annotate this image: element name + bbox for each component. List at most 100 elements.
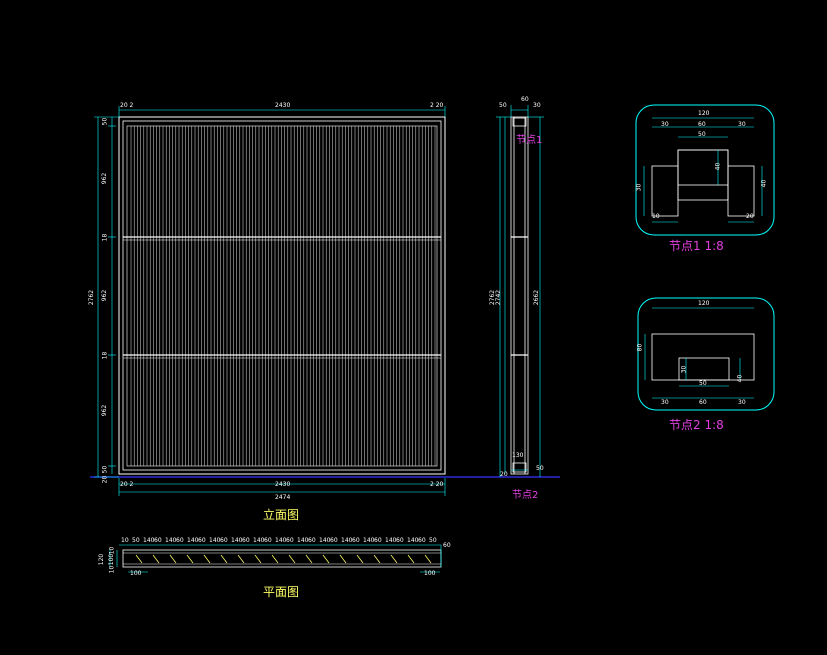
dim-plan-spacing: 60 xyxy=(176,537,184,544)
dim-side-right-total: 2662 xyxy=(533,289,541,306)
dim-elev-left-gap1: 18 xyxy=(101,233,109,242)
dim-elev-bottom-left: 20 2 xyxy=(120,481,134,488)
dim-plan-spacing: 60 xyxy=(396,537,404,544)
dim-plan-left-d: 10 xyxy=(108,565,116,574)
dim-node1-height: 40 xyxy=(714,162,722,171)
node2-title: 节点2 1:8 xyxy=(669,418,724,432)
dim-elev-left-gap2: 18 xyxy=(101,351,109,360)
elevation-outer-frame xyxy=(118,116,446,475)
plan-blade xyxy=(254,554,262,564)
dim-plan-spacing: 140 xyxy=(275,537,287,544)
plan-blade xyxy=(288,554,296,564)
plan-blade xyxy=(322,554,330,564)
dim-elev-bottom-right: 2 20 xyxy=(430,481,444,488)
plan-title: 平面图 xyxy=(263,585,300,599)
plan-blade xyxy=(169,554,177,564)
dim-plan-spacing: 50 xyxy=(429,537,437,544)
dim-elev-left-top: 50 xyxy=(101,117,109,126)
dim-side-bottom-a: 130 xyxy=(512,452,524,459)
dim-plan-spacing: 140 xyxy=(385,537,397,544)
dim-side-bottom-b: 20 xyxy=(500,471,508,478)
plan-view xyxy=(122,549,442,568)
dim-node2-inner-w: 50 xyxy=(699,380,707,387)
dim-elev-bottom-width: 2430 xyxy=(275,481,291,488)
plan-blade xyxy=(203,554,211,564)
dim-plan-left-a: 120 xyxy=(98,553,106,566)
plan-dimension-lines xyxy=(109,544,442,573)
dim-plan-spacing: 140 xyxy=(341,537,353,544)
elevation-view xyxy=(118,116,446,475)
node2-bubble xyxy=(637,297,775,411)
dim-side-top-c: 60 xyxy=(521,96,529,103)
dim-node2-bottom-mid: 60 xyxy=(699,399,707,406)
dim-node2-bottom-left: 30 xyxy=(661,399,669,406)
node2-base-block xyxy=(651,333,755,381)
dim-elev-left-panel1: 962 xyxy=(101,172,109,185)
dim-plan-spacing: 60 xyxy=(418,537,426,544)
side-top-cap xyxy=(512,117,527,127)
dim-plan-spacing: 60 xyxy=(264,537,272,544)
dim-plan-spacing: 60 xyxy=(198,537,206,544)
dim-node1-top: 120 xyxy=(698,110,710,117)
dim-side-top-b: 30 xyxy=(533,102,541,109)
dim-side-bottom-c: 50 xyxy=(536,465,544,472)
dim-plan-bottom-left: 100 xyxy=(130,570,142,577)
node2-callout-tag: 节点2 xyxy=(512,490,539,501)
node2-center-slot xyxy=(678,357,730,381)
plan-blade xyxy=(271,554,279,564)
dim-plan-spacing: 50 xyxy=(132,537,140,544)
dim-side-left-inner: 2742 xyxy=(495,289,503,306)
dim-node1-seg-mid: 60 xyxy=(698,121,706,128)
dim-plan-spacing: 140 xyxy=(363,537,375,544)
plan-blade xyxy=(186,554,194,564)
side-view xyxy=(510,116,529,475)
dim-node2-bottom-right: 30 xyxy=(738,399,746,406)
dim-plan-spacing: 140 xyxy=(231,537,243,544)
dim-plan-spacing: 60 xyxy=(352,537,360,544)
side-outer xyxy=(510,116,529,475)
dim-elev-left-total: 2762 xyxy=(88,289,96,306)
dim-plan-spacing: 60 xyxy=(330,537,338,544)
dim-node1-bottom-left: 10 xyxy=(652,213,660,220)
dim-plan-spacing: 140 xyxy=(297,537,309,544)
dim-plan-spacing: 140 xyxy=(319,537,331,544)
plan-blade xyxy=(390,554,398,564)
node2-detail xyxy=(637,297,775,411)
dim-elev-left-panel3: 962 xyxy=(101,404,109,417)
side-bottom-cap xyxy=(512,462,527,473)
node1-callout-tag: 节点1 xyxy=(516,135,543,146)
side-dimension-lines xyxy=(496,105,544,477)
dim-elev-left-bottom: 50 xyxy=(101,465,109,474)
dim-plan-spacing: 60 xyxy=(308,537,316,544)
plan-blade xyxy=(373,554,381,564)
dim-plan-bottom-right: 100 xyxy=(424,570,436,577)
dim-elev-bottom-total: 2474 xyxy=(275,494,291,501)
dim-plan-spacing: 140 xyxy=(209,537,221,544)
node1-right-flange xyxy=(727,165,755,217)
dim-node1-seg-right: 30 xyxy=(738,121,746,128)
node1-center-block xyxy=(677,149,729,201)
dim-node2-right: 40 xyxy=(736,374,744,383)
dim-elev-left-panel2: 962 xyxy=(101,289,109,302)
dim-plan-left-c: 100 xyxy=(108,553,116,566)
plan-blade xyxy=(339,554,347,564)
dim-plan-spacing: 140 xyxy=(143,537,155,544)
plan-blade xyxy=(424,554,432,564)
elevation-panel-border xyxy=(126,125,438,467)
plan-blade xyxy=(237,554,245,564)
dim-plan-spacing: 60 xyxy=(286,537,294,544)
dim-plan-spacing: 140 xyxy=(165,537,177,544)
dim-node1-right: 40 xyxy=(760,179,768,188)
dim-node1-inner: 50 xyxy=(698,131,706,138)
dim-plan-spacing: 60 xyxy=(220,537,228,544)
node1-left-flange xyxy=(651,165,679,217)
plan-blade xyxy=(135,554,143,564)
node1-detail xyxy=(635,104,775,236)
node1-bubble xyxy=(635,104,775,236)
dim-node1-left: 30 xyxy=(635,183,643,192)
dim-plan-spacing: 60 xyxy=(374,537,382,544)
dim-node2-left: 80 xyxy=(636,343,644,352)
dim-plan-spacing: 140 xyxy=(253,537,265,544)
elevation-dimension-lines xyxy=(94,106,446,496)
